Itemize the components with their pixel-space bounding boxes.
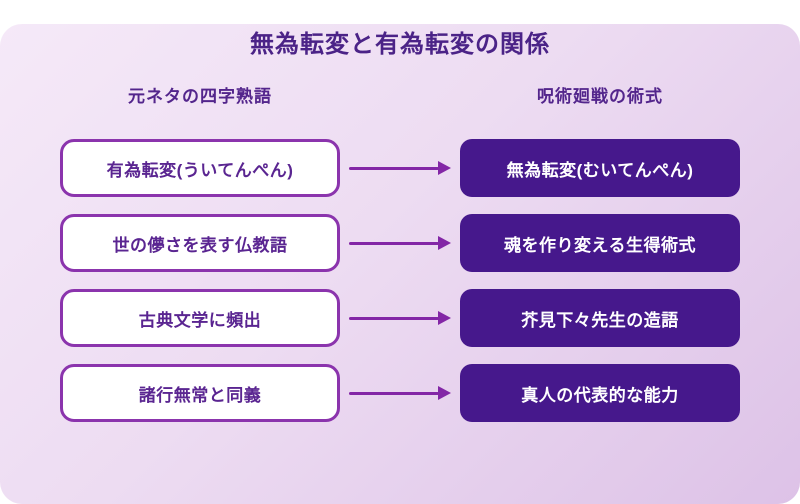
arrow-shaft xyxy=(349,166,439,170)
arrow-head xyxy=(438,311,451,325)
target-box-label: 芥見下々先生の造語 xyxy=(521,310,679,330)
arrow-head xyxy=(438,386,451,400)
column-headers: 元ネタの四字熟語 呪術廻戦の術式 xyxy=(60,82,740,107)
target-box: 無為転変(むいてんぺん) xyxy=(460,139,740,197)
target-box: 魂を作り変える生得術式 xyxy=(460,214,740,272)
arrow-shaft xyxy=(349,316,439,320)
source-box-label: 諸行無常と同義 xyxy=(138,385,262,405)
mapping-row-4: 諸行無常と同義 真人の代表的な能力 xyxy=(60,364,740,422)
arrow-head xyxy=(438,161,451,175)
column-header-source: 元ネタの四字熟語 xyxy=(128,87,272,106)
mapping-row-1: 有為転変(ういてんぺん) 無為転変(むいてんぺん) xyxy=(60,139,740,197)
source-box: 古典文学に頻出 xyxy=(60,289,340,347)
source-box: 世の儚さを表す仏教語 xyxy=(60,214,340,272)
source-box: 有為転変(ういてんぺん) xyxy=(60,139,340,197)
mapping-rows: 有為転変(ういてんぺん) 無為転変(むいてんぺん) 世の儚さを表す仏教語 魂を作… xyxy=(60,139,740,422)
source-box: 諸行無常と同義 xyxy=(60,364,340,422)
mapping-row-2: 世の儚さを表す仏教語 魂を作り変える生得術式 xyxy=(60,214,740,272)
target-box: 芥見下々先生の造語 xyxy=(460,289,740,347)
arrow-right-icon xyxy=(340,311,460,325)
arrow-right-icon xyxy=(340,386,460,400)
arrow-right-icon xyxy=(340,236,460,250)
diagram-card: 無為転変と有為転変の関係 元ネタの四字熟語 呪術廻戦の術式 有為転変(ういてんぺ… xyxy=(0,24,800,504)
column-header-target: 呪術廻戦の術式 xyxy=(537,87,663,106)
target-box-label: 真人の代表的な能力 xyxy=(521,385,679,405)
arrow-shaft xyxy=(349,391,439,395)
target-box-label: 無為転変(むいてんぺん) xyxy=(506,160,694,180)
arrow-head xyxy=(438,236,451,250)
target-box-label: 魂を作り変える生得術式 xyxy=(504,235,696,255)
target-box: 真人の代表的な能力 xyxy=(460,364,740,422)
source-box-label: 世の儚さを表す仏教語 xyxy=(112,235,288,255)
page-title: 無為転変と有為転変の関係 xyxy=(250,31,550,58)
source-box-label: 古典文学に頻出 xyxy=(138,310,262,330)
mapping-row-3: 古典文学に頻出 芥見下々先生の造語 xyxy=(60,289,740,347)
arrow-shaft xyxy=(349,241,439,245)
arrow-right-icon xyxy=(340,161,460,175)
source-box-label: 有為転変(ういてんぺん) xyxy=(106,160,294,180)
